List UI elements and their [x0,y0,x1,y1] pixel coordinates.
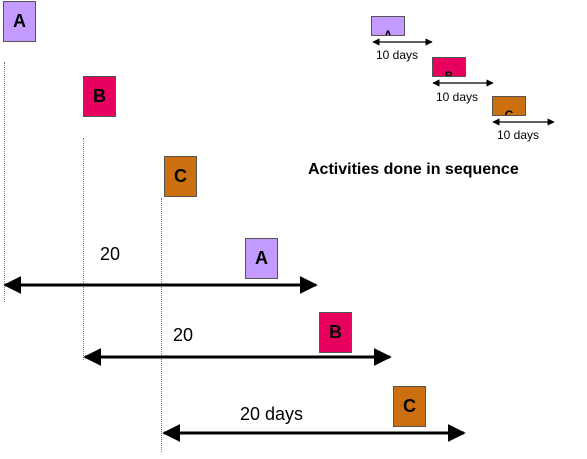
end-activity-b: B [319,312,352,353]
seq-activity-c: C [492,96,526,116]
seq-duration-c: 10 days [497,128,540,142]
diagram-title: Activities done in sequence [308,161,519,178]
duration-label-b: 20 [173,325,194,345]
seq-duration-b: 10 days [436,90,479,104]
start-activity-b: B [83,76,116,117]
duration-label-a: 20 [100,244,121,264]
start-activity-c: C [164,156,197,197]
end-activity-a: A [245,238,278,279]
end-activity-c: C [393,386,426,427]
seq-activity-b: B [432,57,466,77]
guide-line-c [161,198,162,452]
seq-activity-a: A [371,16,405,36]
duration-label-c: 20 days [240,404,304,424]
start-activity-a: A [3,1,36,42]
seq-duration-a: 10 days [376,48,419,62]
guide-line-a [4,62,5,302]
guide-line-b [83,138,84,360]
